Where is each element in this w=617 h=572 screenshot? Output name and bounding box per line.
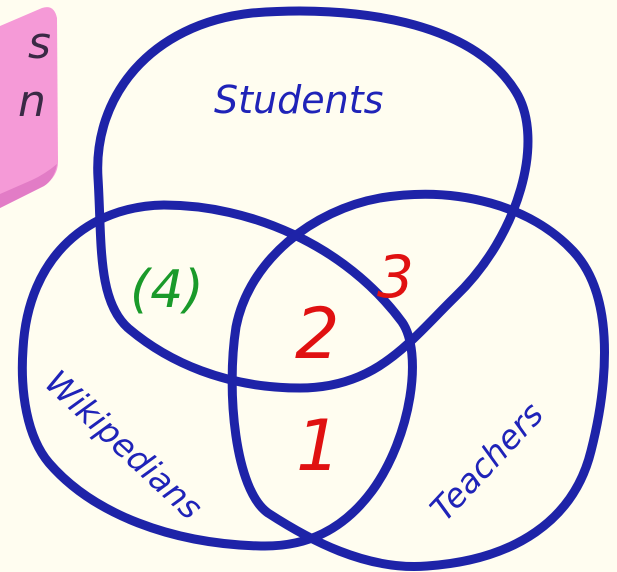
set-label-students: Students [214, 78, 383, 122]
region-value-center: 2 [295, 293, 340, 375]
sticky-note-fold [0, 164, 57, 208]
sticky-note-body [0, 7, 58, 208]
teachers-circle [227, 189, 609, 572]
sticky-note: s n [0, 7, 58, 208]
region-value-wikipedians-teachers: 1 [296, 405, 341, 487]
region-value-students-teachers: 3 [377, 243, 414, 311]
set-label-wikipedians: Wikipedians [38, 362, 211, 527]
students-circle [93, 6, 533, 393]
set-label-teachers: Teachers [422, 395, 551, 529]
wikipedians-circle [17, 200, 417, 551]
region-value-students-wikipedians: (4) [130, 260, 204, 320]
sticky-note-text-line-2: n [18, 76, 46, 127]
sticky-note-text-line-1: s [28, 18, 51, 69]
